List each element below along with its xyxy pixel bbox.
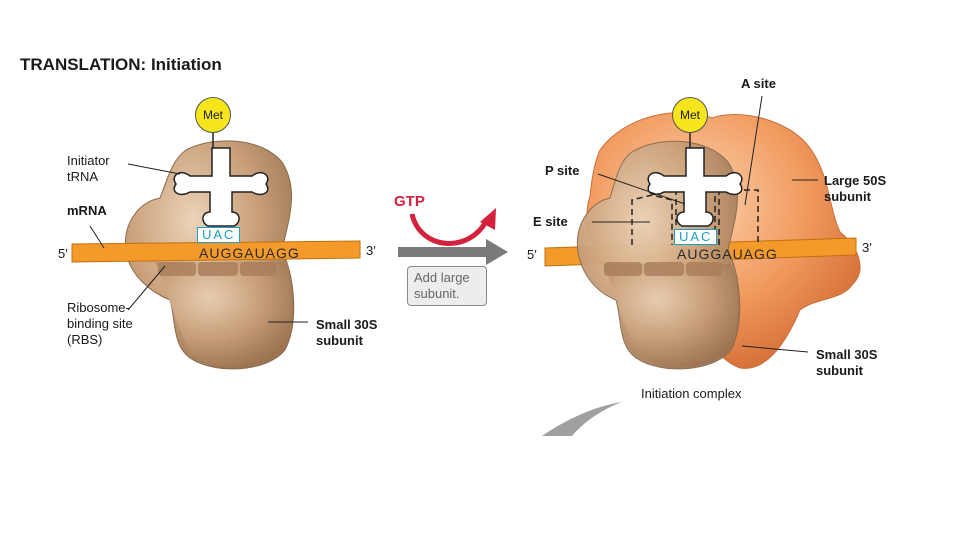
pointer-initiator-trna (127, 163, 181, 175)
initiator-trna-label: Initiator tRNA (67, 153, 110, 184)
add-large-subunit-step: Add large subunit. (407, 266, 487, 306)
anticodon-right: UAC (674, 229, 718, 245)
gtp-label: GTP (394, 193, 425, 210)
three-prime-left: 3′ (366, 243, 376, 258)
codon-sequence-right: AUGGAUAGG (677, 246, 778, 262)
initiator-trna-left (173, 130, 269, 227)
p-site-label: P site (545, 163, 580, 178)
mrna-label: mRNA (67, 203, 107, 218)
page-title: TRANSLATION: Initiation (20, 55, 222, 74)
a-site-label: A site (741, 76, 776, 91)
rbs-label: Ribosome- binding site (RBS) (67, 300, 133, 347)
three-prime-right: 3′ (862, 240, 872, 255)
initiator-trna-right (647, 130, 743, 227)
five-prime-right: 5′ (527, 247, 537, 262)
five-prime-left: 5′ (58, 246, 68, 261)
process-arrow (398, 239, 508, 265)
initiation-complex-label: Initiation complex (641, 386, 742, 401)
gtp-arrow (409, 208, 496, 246)
pointer-rbs (127, 265, 166, 311)
small-subunit-label-left: Small 30S subunit (316, 317, 378, 348)
mrna-strand-left (71, 240, 361, 263)
anticodon-left: UAC (197, 227, 241, 243)
codon-sequence-left: AUGGAUAGG (199, 245, 300, 261)
pointer-mrna (89, 225, 105, 249)
pointer-small-subunit-right (741, 345, 809, 353)
large-subunit-label: Large 50S subunit (824, 173, 887, 204)
pointer-a-site (744, 95, 763, 206)
partial-next-panel (542, 402, 622, 436)
e-site-label: E site (533, 214, 568, 229)
met-label-left: Met (195, 97, 231, 133)
small-subunit-front-left (155, 262, 293, 367)
pointer-p-site (597, 173, 686, 205)
met-label-right: Met (672, 97, 708, 133)
small-subunit-label-right: Small 30S subunit (816, 347, 878, 378)
